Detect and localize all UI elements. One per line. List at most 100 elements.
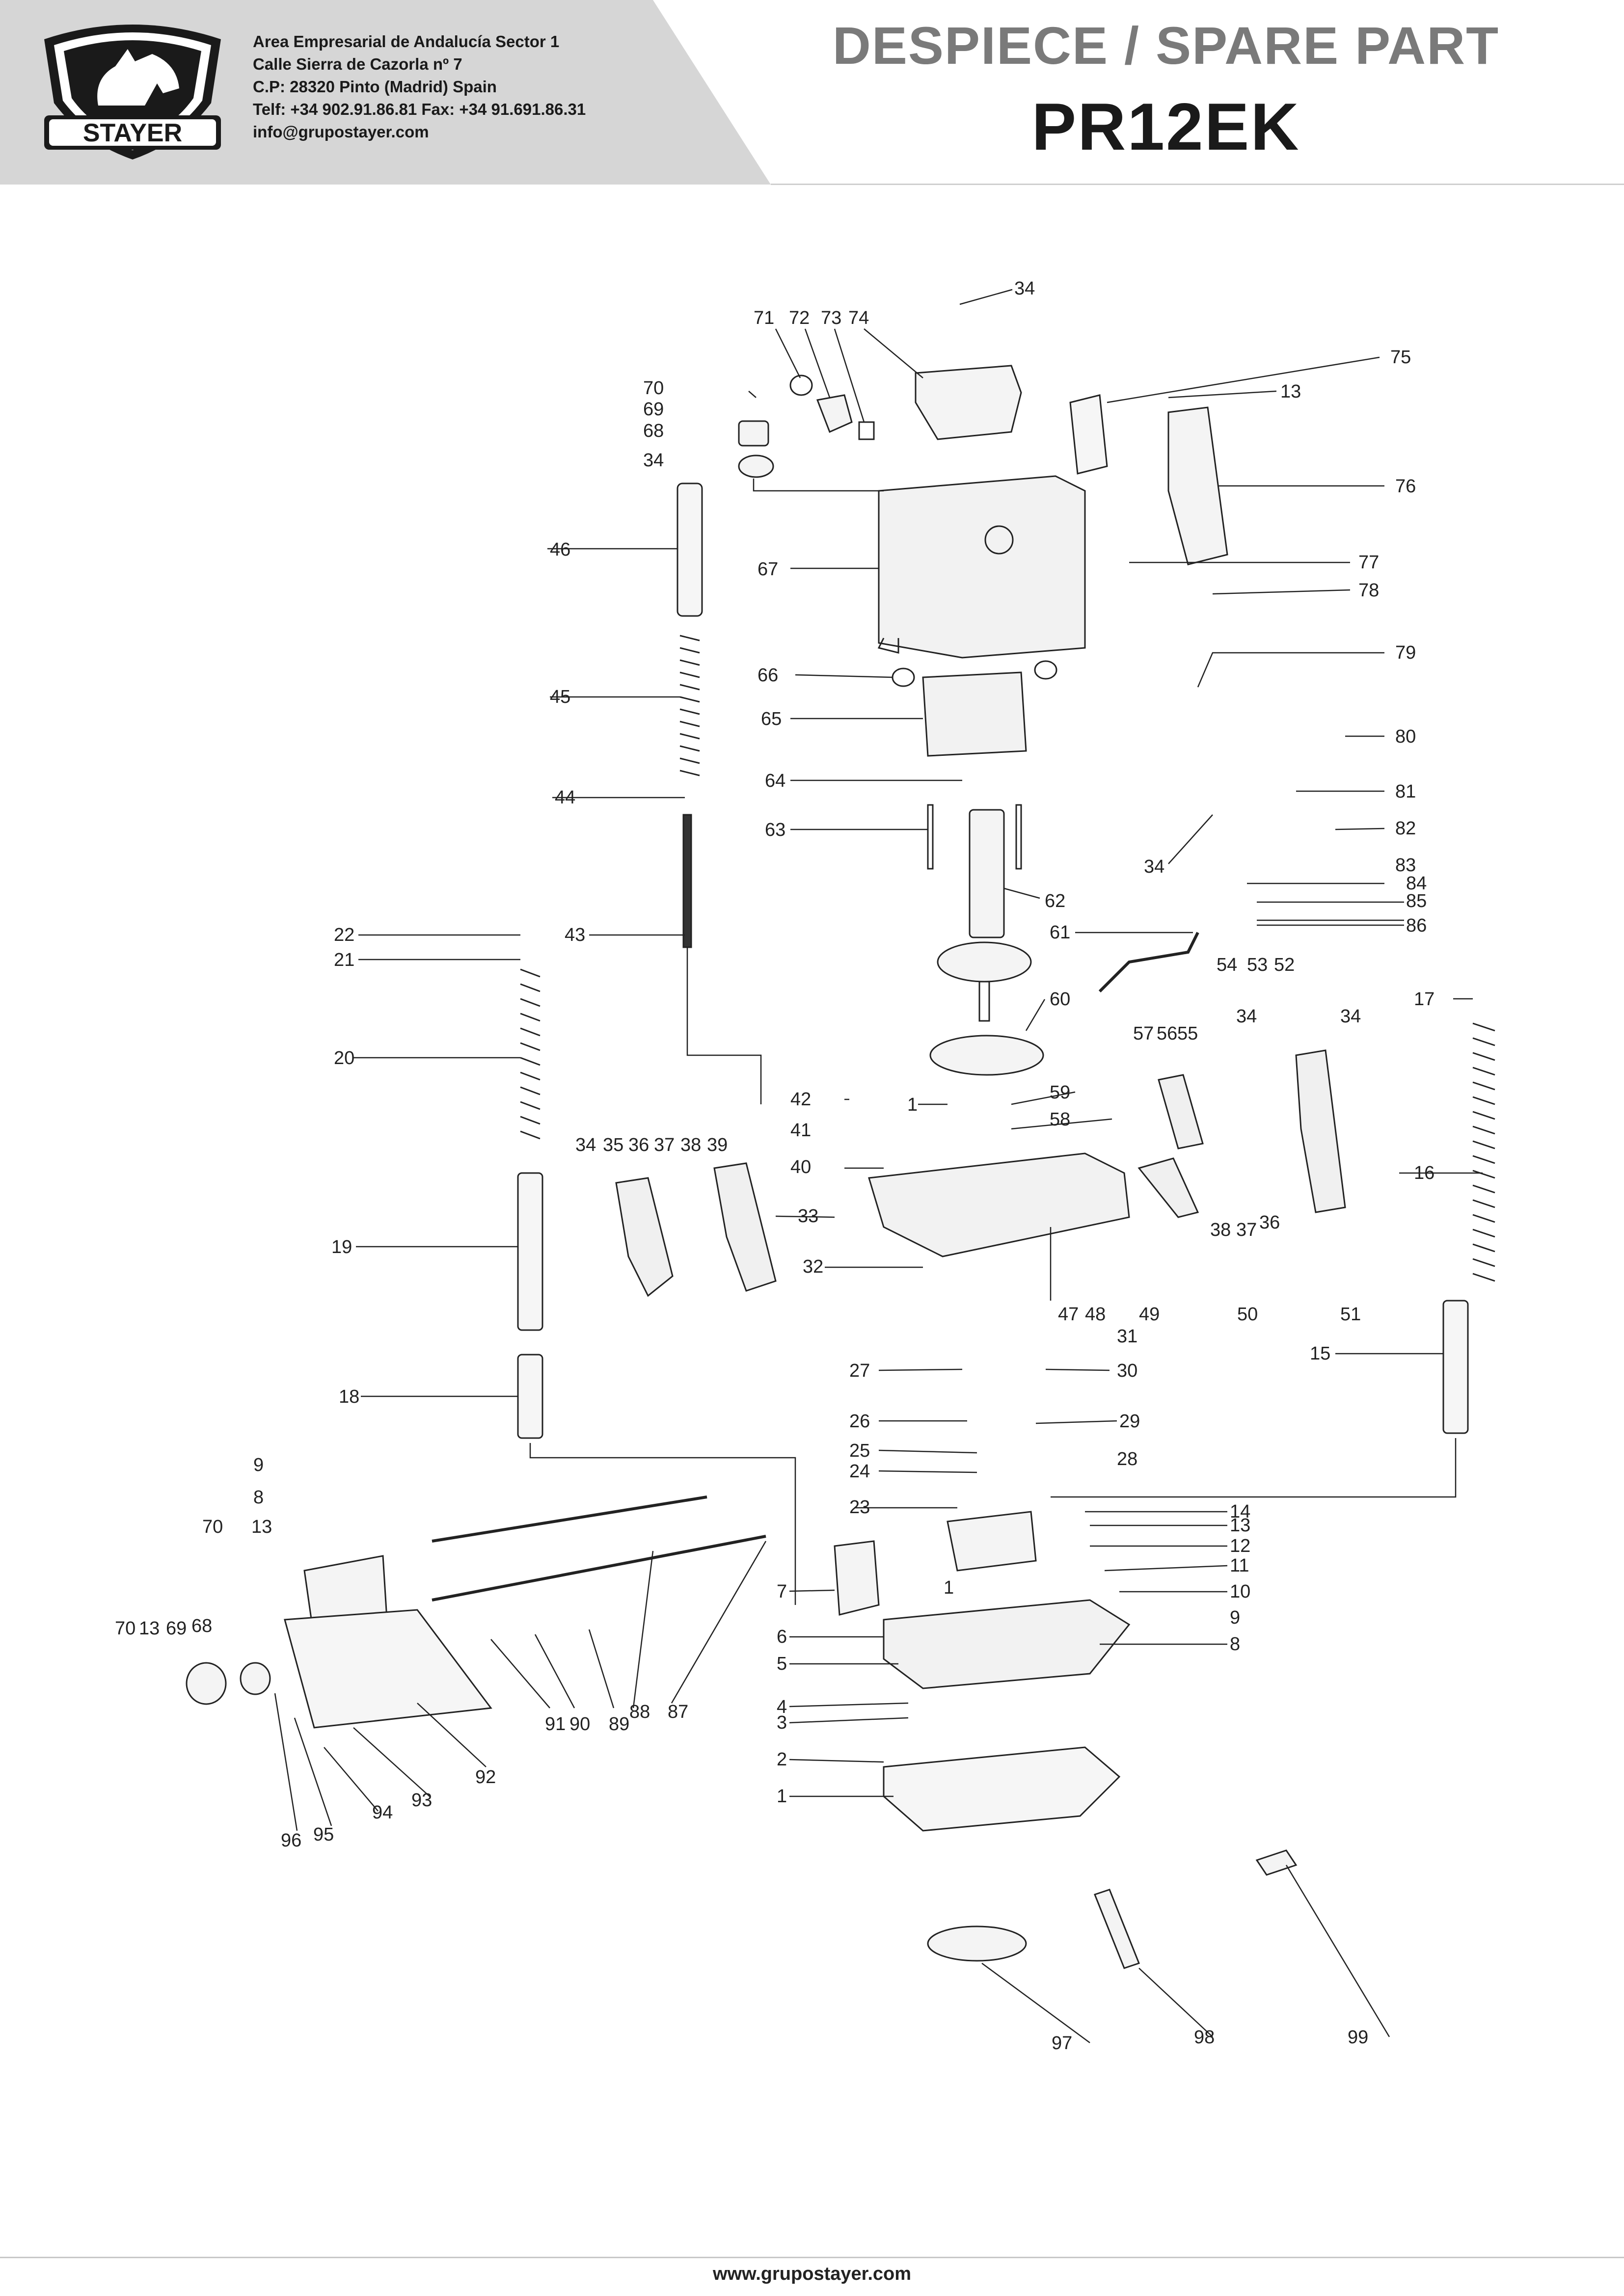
part-label: 13 [1280, 381, 1301, 402]
part-label: 23 [849, 1497, 870, 1518]
housing-port [984, 525, 1014, 555]
part-label: 70 [115, 1618, 135, 1639]
part-label: 21 [334, 950, 354, 970]
part-label: 55 [1177, 1023, 1198, 1044]
part-label: 66 [758, 665, 778, 686]
header-divider [771, 184, 1624, 185]
company-line-3: C.P: 28320 Pinto (Madrid) Spain [253, 78, 497, 96]
part-label: 74 [848, 308, 869, 328]
part-label: 45 [550, 687, 570, 707]
part-label: 34 [1144, 856, 1164, 877]
part-label: 70 [202, 1517, 223, 1537]
fan-part [937, 941, 1032, 983]
part-label: 67 [758, 559, 778, 580]
switch-housing-part [1137, 1157, 1199, 1218]
part-label: 50 [1237, 1304, 1258, 1325]
ring-right-part [1034, 660, 1057, 680]
part-label: 60 [1050, 989, 1070, 1010]
part-label: 90 [569, 1714, 590, 1735]
part-label: 18 [339, 1387, 359, 1407]
part-label: 8 [1230, 1634, 1240, 1655]
part-label: 7 [777, 1581, 787, 1602]
part-label: 3 [777, 1712, 787, 1733]
part-label: 34 [643, 450, 664, 471]
brush-holder-part [816, 394, 853, 433]
part-label: 78 [1358, 580, 1379, 601]
part-label: 85 [1406, 891, 1427, 911]
part-label: 6 [777, 1627, 787, 1647]
part-label: 54 [1217, 955, 1237, 975]
part-label: 34 [575, 1135, 596, 1155]
part-label: 46 [550, 539, 570, 560]
part-label: 38 [680, 1135, 701, 1155]
fence-knob-part [186, 1662, 227, 1705]
top-cover-part [915, 365, 1022, 440]
part-label: 81 [1395, 781, 1416, 802]
guide-spring-part [520, 968, 541, 1140]
left-handle-part [615, 1177, 674, 1297]
fence-spacer-part [240, 1662, 271, 1695]
part-label: 65 [761, 709, 782, 729]
part-label: 27 [849, 1361, 870, 1381]
dust-port-part [834, 1540, 880, 1616]
part-label: 98 [1194, 2027, 1215, 2048]
part-label: 68 [191, 1616, 212, 1636]
part-drawings [186, 365, 1495, 1969]
part-label: 8 [253, 1487, 264, 1508]
part-label: 72 [789, 308, 810, 328]
part-label: 36 [1259, 1212, 1280, 1233]
part-label: 29 [1119, 1411, 1140, 1432]
part-label: 86 [1406, 915, 1427, 936]
part-label: 79 [1395, 642, 1416, 663]
knob-part [738, 420, 769, 447]
part-label: 9 [1230, 1607, 1240, 1628]
part-label: 42 [790, 1089, 811, 1110]
part-label: 51 [1340, 1304, 1361, 1325]
part-label: 20 [334, 1048, 354, 1068]
part-label: 9 [253, 1455, 264, 1475]
part-label: 34 [1236, 1006, 1257, 1027]
part-label: 43 [565, 925, 585, 945]
part-label: 28 [1117, 1449, 1137, 1469]
horse-shield-icon: STAYER [44, 25, 221, 160]
company-line-1: Area Empresarial de Andalucía Sector 1 [253, 32, 560, 51]
footer-website: www.grupostayer.com [712, 2264, 912, 2284]
part-label: 39 [707, 1135, 728, 1155]
part-label: 77 [1358, 552, 1379, 573]
part-label: 73 [821, 308, 841, 328]
part-label: 38 [1210, 1220, 1231, 1240]
plunge-base-part [883, 1599, 1131, 1689]
company-line-4: Telf: +34 902.91.86.81 Fax: +34 91.691.8… [253, 100, 586, 118]
depth-rod-part [682, 814, 692, 948]
part-label: 94 [372, 1802, 393, 1823]
fence-rod-upper [432, 1495, 707, 1543]
spindle-lock-part [947, 1511, 1037, 1572]
company-line-5: info@grupostayer.com [253, 123, 429, 141]
spacer-part [738, 454, 774, 478]
part-label: 30 [1117, 1361, 1137, 1381]
part-label: 69 [643, 399, 664, 420]
part-label: 41 [790, 1120, 811, 1141]
brush-cap-part [789, 374, 813, 396]
part-label: 40 [790, 1157, 811, 1177]
part-label: 84 [1406, 873, 1427, 894]
part-label: 35 [603, 1135, 623, 1155]
part-label: 12 [1230, 1536, 1250, 1556]
screw-long-right [1015, 804, 1022, 870]
part-label: 82 [1395, 818, 1416, 839]
brand-text: STAYER [83, 119, 182, 147]
part-label: 58 [1050, 1109, 1070, 1130]
document-title: DESPIECE / SPARE PART [832, 16, 1500, 75]
centering-pin-part [1255, 1849, 1298, 1876]
part-label: 70 [643, 378, 664, 399]
housing-foot [877, 638, 899, 654]
part-label: 64 [765, 771, 785, 791]
part-label: 71 [754, 308, 774, 328]
part-label: 95 [313, 1824, 334, 1845]
company-info: Area Empresarial de Andalucía Sector 1 C… [253, 30, 586, 143]
part-label: 68 [643, 421, 664, 441]
guide-tube-part [517, 1354, 543, 1439]
part-label: 44 [555, 787, 575, 808]
base-plate-part [883, 1746, 1121, 1832]
part-label: 13 [251, 1517, 272, 1537]
